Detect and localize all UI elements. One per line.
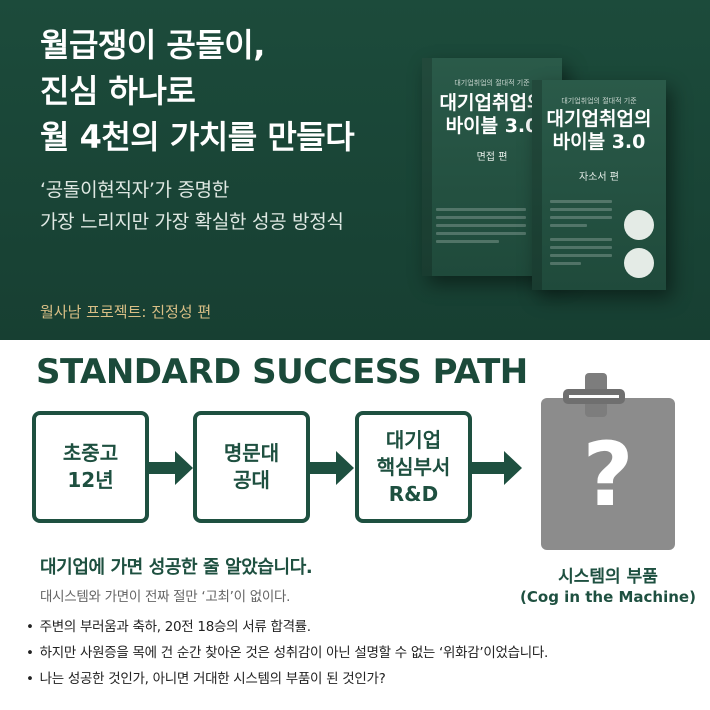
book-seal-icon	[624, 248, 654, 278]
path-title: STANDARD SUCCESS PATH	[36, 352, 528, 392]
hero-subtitle-line: 가장 느리지만 가장 확실한 성공 방정식	[40, 211, 344, 233]
book-kicker: 대기업취업의 절대적 기준	[454, 79, 530, 87]
book-cover-resume: 대기업취업의 절대적 기준 대기업취업의 바이블 3.0 자소서 편	[532, 80, 666, 290]
step-label-line: 12년	[67, 468, 114, 492]
book-title-line: 바이블 3.0	[552, 130, 646, 153]
book-text-lines	[436, 208, 526, 248]
book-title: 대기업취업의 바이블 3.0	[422, 92, 562, 138]
id-badge-icon	[541, 398, 675, 550]
book-text-lines	[550, 238, 612, 270]
step-corporate: 대기업 핵심부서 R&D	[355, 411, 472, 523]
book-title: 대기업취업의 바이블 3.0	[532, 108, 666, 154]
step-label-line: 핵심부서	[376, 454, 451, 479]
message-subtitle: 대시스템와 가면이 전짜 절만 ‘고최’이 없이다.	[40, 589, 291, 605]
hero-title-line: 월 4천의 가치를 만들다	[40, 118, 355, 156]
question-mark-icon: ?	[582, 423, 634, 526]
book-title-line: 바이블 3.0	[445, 114, 539, 137]
bullet-item: 나는 성공한 것인가, 아니면 거대한 시스템의 부품이 된 것인가?	[26, 666, 548, 692]
message-title: 대기업에 가면 성공한 줄 알았습니다.	[40, 557, 313, 578]
step-label-line: 대기업	[385, 427, 442, 452]
message-bullets: 주변의 부러움과 축하, 20전 18승의 서류 합격률. 하지만 사원증을 목…	[26, 614, 549, 692]
hero-subtitle-line: ‘공돌이현직자’가 증명한	[40, 179, 230, 201]
step-label-line: 명문대	[223, 441, 280, 465]
book-spine	[422, 58, 432, 276]
book-title-line: 대기업취업의	[439, 92, 545, 114]
book-seal-icon	[624, 210, 654, 240]
arrow-right-icon	[472, 451, 522, 485]
hero-banner: 월급쟁이 공돌이, 진심 하나로 월 4천의 가치를 만들다 ‘공돌이현직자’가…	[0, 0, 710, 340]
hero-footer: 월사남 프로젝트: 진정성 편	[40, 303, 212, 321]
arrow-right-icon	[310, 451, 354, 485]
result-subtitle: (Cog in the Machine)	[520, 588, 696, 606]
book-title-line: 대기업취업의	[546, 108, 652, 130]
step-label-line: 공대	[233, 468, 270, 492]
hero-title: 월급쟁이 공돌이, 진심 하나로 월 4천의 가치를 만들다	[40, 22, 355, 160]
bullet-item: 하지만 사원증을 목에 건 순간 찾아온 것은 성취감이 아닌 설명할 수 없는…	[26, 640, 549, 666]
book-edition: 자소서 편	[579, 172, 619, 183]
hero-title-line: 월급쟁이 공돌이,	[40, 26, 265, 64]
book-kicker: 대기업취업의 절대적 기준	[561, 97, 637, 105]
hero-subtitle: ‘공돌이현직자’가 증명한 가장 느리지만 가장 확실한 성공 방정식	[40, 174, 344, 238]
result-title: 시스템의 부품	[558, 567, 658, 587]
bullet-item: 주변의 부러움과 축하, 20전 18승의 서류 합격률.	[26, 614, 548, 640]
badge-slot	[563, 389, 625, 404]
step-university: 명문대 공대	[193, 411, 310, 523]
step-label-line: R&D	[388, 481, 439, 506]
arrow-right-icon	[149, 451, 193, 485]
book-spine	[532, 80, 542, 290]
step-label-line: 초중고	[62, 441, 119, 465]
hero-title-line: 진심 하나로	[40, 72, 196, 110]
book-text-lines	[550, 200, 612, 232]
step-school: 초중고 12년	[32, 411, 149, 523]
book-edition: 면접 편	[476, 152, 508, 163]
